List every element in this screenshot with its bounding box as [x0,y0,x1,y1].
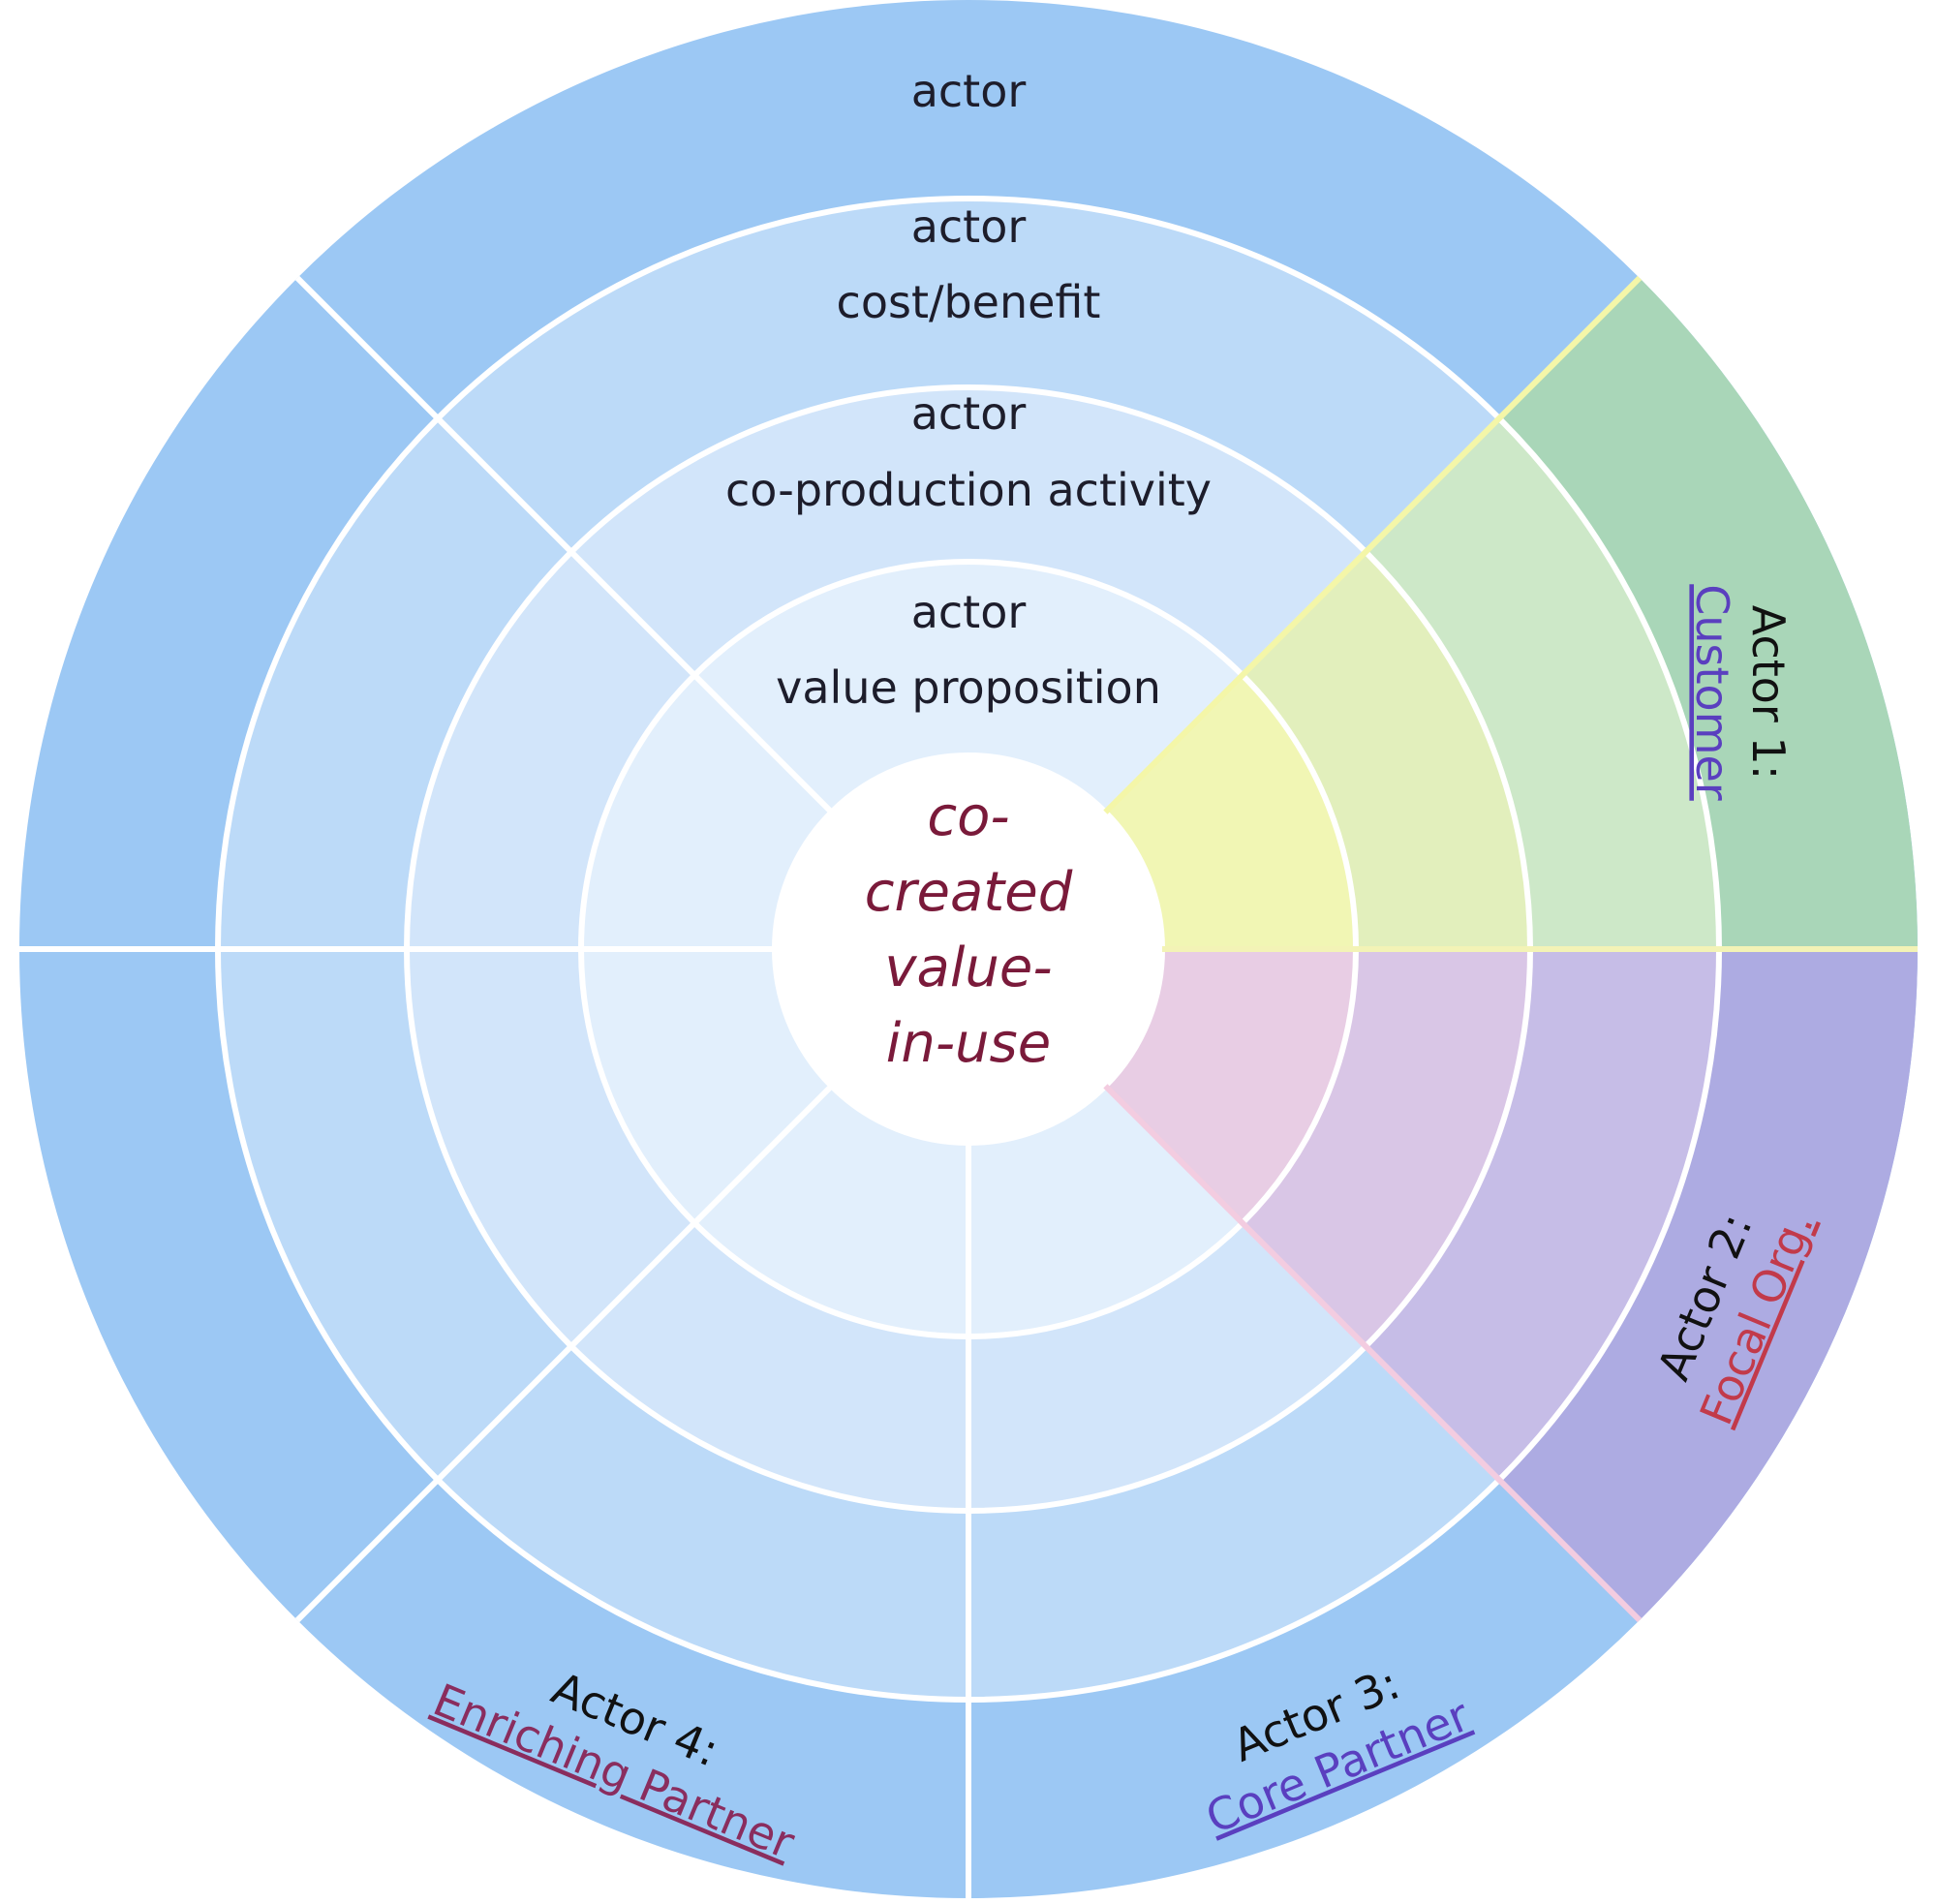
ring1-label-line1: actor [911,586,1027,638]
radial-divider [1103,1084,1643,1623]
center-label-line3: value- [884,937,1052,999]
wheel-dividers [19,196,1918,1898]
center-disc [775,755,1162,1143]
radial-divider [1103,275,1643,814]
ring2-label-line1: actor [911,387,1027,440]
center-label-line4: in-use [886,1012,1051,1075]
ring3-label-line1: actor [911,200,1027,253]
customer-wedge-ring1 [1105,675,1356,949]
ring1-label-line2: value proposition [776,661,1161,714]
outer-ring-label: actor [911,65,1027,117]
ring2-label-line2: co-production activity [725,464,1212,516]
focal-org-wedge-ring2 [1242,949,1530,1347]
focal-org-wedge-outer [1499,949,1918,1620]
center-label-line2: created [865,861,1073,924]
ring3-label-line2: cost/benefit [837,276,1101,328]
customer-wedge-outer [1499,278,1918,949]
actor1-name-customer: Customer [1686,584,1738,801]
customer-wedge-ring2 [1242,551,1530,949]
focal-org-wedge-ring1 [1105,949,1356,1223]
radial-divider [294,275,834,814]
focal-org-wedge-ring3 [1366,949,1719,1481]
radial-divider [294,1084,834,1623]
actor1-title: Actor 1: [1742,605,1795,780]
customer-wedge-ring3 [1366,417,1719,949]
center-label-line1: co- [927,785,1009,848]
actor1-label: Actor 1: Customer [1686,584,1795,801]
